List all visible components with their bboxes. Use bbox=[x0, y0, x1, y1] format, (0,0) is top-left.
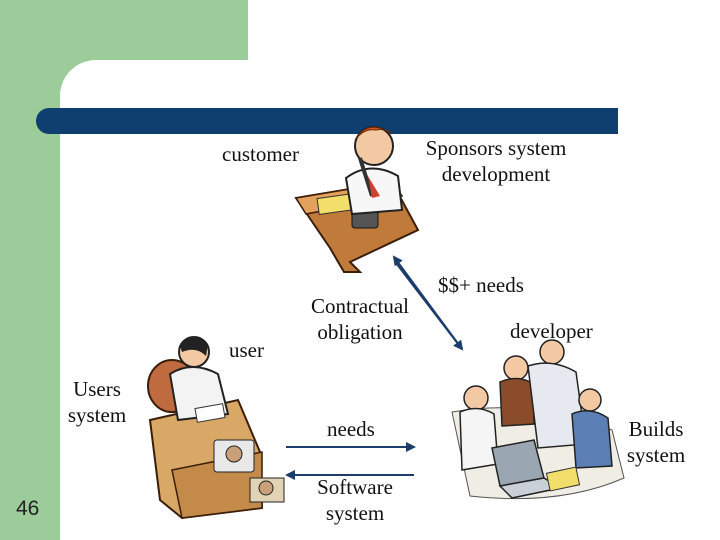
slide-number: 46 bbox=[16, 497, 40, 520]
software-system-line-2: system bbox=[325, 501, 385, 526]
money-needs-label: $$+ needs bbox=[438, 273, 524, 297]
sponsors-line-2: development bbox=[441, 162, 551, 187]
users-system-label: Users system bbox=[58, 376, 136, 429]
customer-illustration bbox=[294, 126, 420, 273]
builds-system-line-2: system bbox=[626, 443, 686, 468]
users-system-line-2: system bbox=[67, 403, 127, 428]
arrow-contractual-obligation bbox=[395, 262, 464, 351]
slide-title-bar bbox=[36, 108, 618, 134]
software-system-line-1: Software bbox=[317, 475, 393, 499]
sponsors-line-1: Sponsors system bbox=[425, 136, 567, 160]
users-system-line-1: Users bbox=[73, 377, 121, 401]
user-label: user bbox=[229, 338, 264, 362]
customer-label: customer bbox=[222, 142, 299, 166]
user-illustration bbox=[147, 336, 285, 520]
contractual-line-2: obligation bbox=[317, 320, 403, 345]
builds-system-label: Builds system bbox=[616, 416, 696, 469]
sponsors-label: Sponsors system development bbox=[410, 135, 582, 188]
software-system-label: Software system bbox=[304, 474, 406, 527]
builds-system-line-1: Builds bbox=[628, 417, 684, 441]
developer-label: developer bbox=[510, 319, 593, 343]
needs-label: needs bbox=[327, 417, 375, 441]
contractual-obligation-label: Contractual obligation bbox=[302, 293, 418, 346]
developers-illustration bbox=[451, 339, 625, 500]
contractual-line-1: Contractual bbox=[311, 294, 409, 318]
